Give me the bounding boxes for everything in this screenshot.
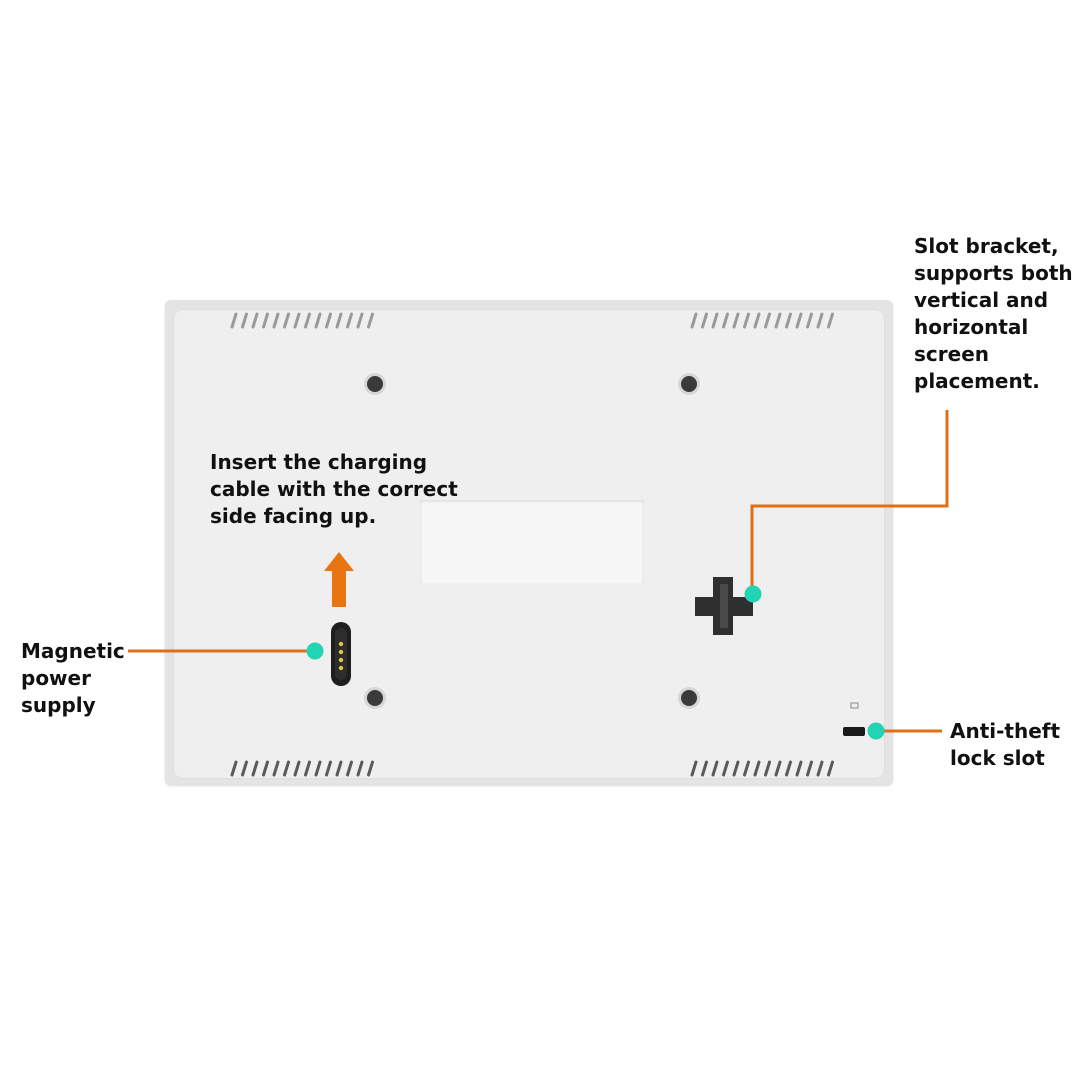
vent-slat [753, 312, 761, 329]
vent-slat [785, 312, 792, 329]
label-recess-panel [420, 500, 644, 584]
vent-slat [827, 312, 834, 329]
vent-bottom-right [690, 760, 834, 777]
vent-slat [806, 312, 813, 329]
vent-slat [764, 760, 771, 777]
vent-slat [753, 760, 761, 777]
vent-slat [367, 760, 374, 777]
slot-bracket-label-line: vertical and [914, 288, 1049, 312]
vent-slat [795, 312, 803, 329]
vent-slat [690, 760, 698, 777]
vent-slat [722, 312, 729, 329]
vent-slat [816, 760, 824, 777]
magnetic-power-label: Magnetic power supply [21, 638, 125, 719]
vent-slat [785, 760, 792, 777]
mount-hole-bottom-right [681, 690, 697, 706]
vent-slat [743, 312, 750, 329]
slot-bracket-label-line: horizontal [914, 315, 1029, 339]
charging-hint-line: cable with the correct [210, 477, 458, 501]
vent-slat [795, 760, 803, 777]
callout-line-slot-bracket [750, 410, 949, 594]
vent-slat [293, 760, 301, 777]
vent-slat [283, 312, 290, 329]
vent-slat [262, 312, 269, 329]
vent-slat [764, 312, 771, 329]
vent-slat [732, 312, 740, 329]
anti-theft-label: Anti-theft lock slot [950, 718, 1060, 772]
vent-slat [346, 760, 353, 777]
magnetic-power-line: power [21, 666, 91, 690]
mount-hole-top-left [367, 376, 383, 392]
callout-dot-slot-bracket [744, 585, 762, 603]
vent-slat [325, 312, 332, 329]
vent-slat [230, 760, 238, 777]
vent-slat [806, 760, 813, 777]
vent-slat [251, 312, 259, 329]
vent-slat [367, 312, 374, 329]
vent-slat [732, 760, 740, 777]
vent-slat [743, 760, 750, 777]
vent-slat [711, 760, 719, 777]
vent-slat [816, 312, 824, 329]
vent-slat [304, 312, 311, 329]
slot-bracket-label: Slot bracket, supports both vertical and… [914, 233, 1073, 395]
anti-theft-line: lock slot [950, 746, 1045, 770]
vent-slat [272, 312, 280, 329]
vent-slat [701, 312, 708, 329]
vent-slat [690, 312, 698, 329]
slot-bracket-icon [695, 577, 753, 635]
callout-dot-anti-theft [867, 722, 885, 740]
vent-slat [722, 760, 729, 777]
vent-slat [283, 760, 290, 777]
vent-slat [325, 760, 332, 777]
magnetic-connector-icon [331, 622, 351, 686]
vent-slat [711, 312, 719, 329]
anti-theft-line: Anti-theft [950, 719, 1061, 743]
vent-slat [356, 760, 364, 777]
magnetic-power-line: Magnetic [21, 639, 125, 663]
charging-hint-line: Insert the charging [210, 450, 428, 474]
vent-slat [314, 760, 322, 777]
vent-slat [251, 760, 259, 777]
vent-slat [241, 760, 248, 777]
callout-dot-magnetic-power [306, 642, 324, 660]
vent-slat [230, 312, 238, 329]
mount-hole-top-right [681, 376, 697, 392]
vent-top-left [230, 312, 374, 329]
vent-bottom-left [230, 760, 374, 777]
charging-hint-label: Insert the charging cable with the corre… [210, 449, 458, 530]
vent-slat [774, 312, 782, 329]
vent-top-right [690, 312, 834, 329]
vent-slat [335, 312, 343, 329]
vent-slat [346, 312, 353, 329]
mount-hole-bottom-left [367, 690, 383, 706]
slot-bracket-label-line: supports both [914, 261, 1073, 285]
vent-slat [314, 312, 322, 329]
lock-slot-icon [843, 702, 865, 736]
vent-slat [701, 760, 708, 777]
vent-slat [356, 312, 364, 329]
slot-bracket-label-line: placement. [914, 369, 1040, 393]
insert-direction-arrow-icon [324, 552, 354, 607]
vent-slat [774, 760, 782, 777]
slot-bracket-label-line: Slot bracket, [914, 234, 1059, 258]
vent-slat [335, 760, 343, 777]
vent-slat [827, 760, 834, 777]
vent-slat [293, 312, 301, 329]
magnetic-power-line: supply [21, 693, 96, 717]
charging-hint-line: side facing up. [210, 504, 377, 528]
vent-slat [304, 760, 311, 777]
vent-slat [262, 760, 269, 777]
slot-bracket-label-line: screen [914, 342, 989, 366]
vent-slat [241, 312, 248, 329]
vent-slat [272, 760, 280, 777]
